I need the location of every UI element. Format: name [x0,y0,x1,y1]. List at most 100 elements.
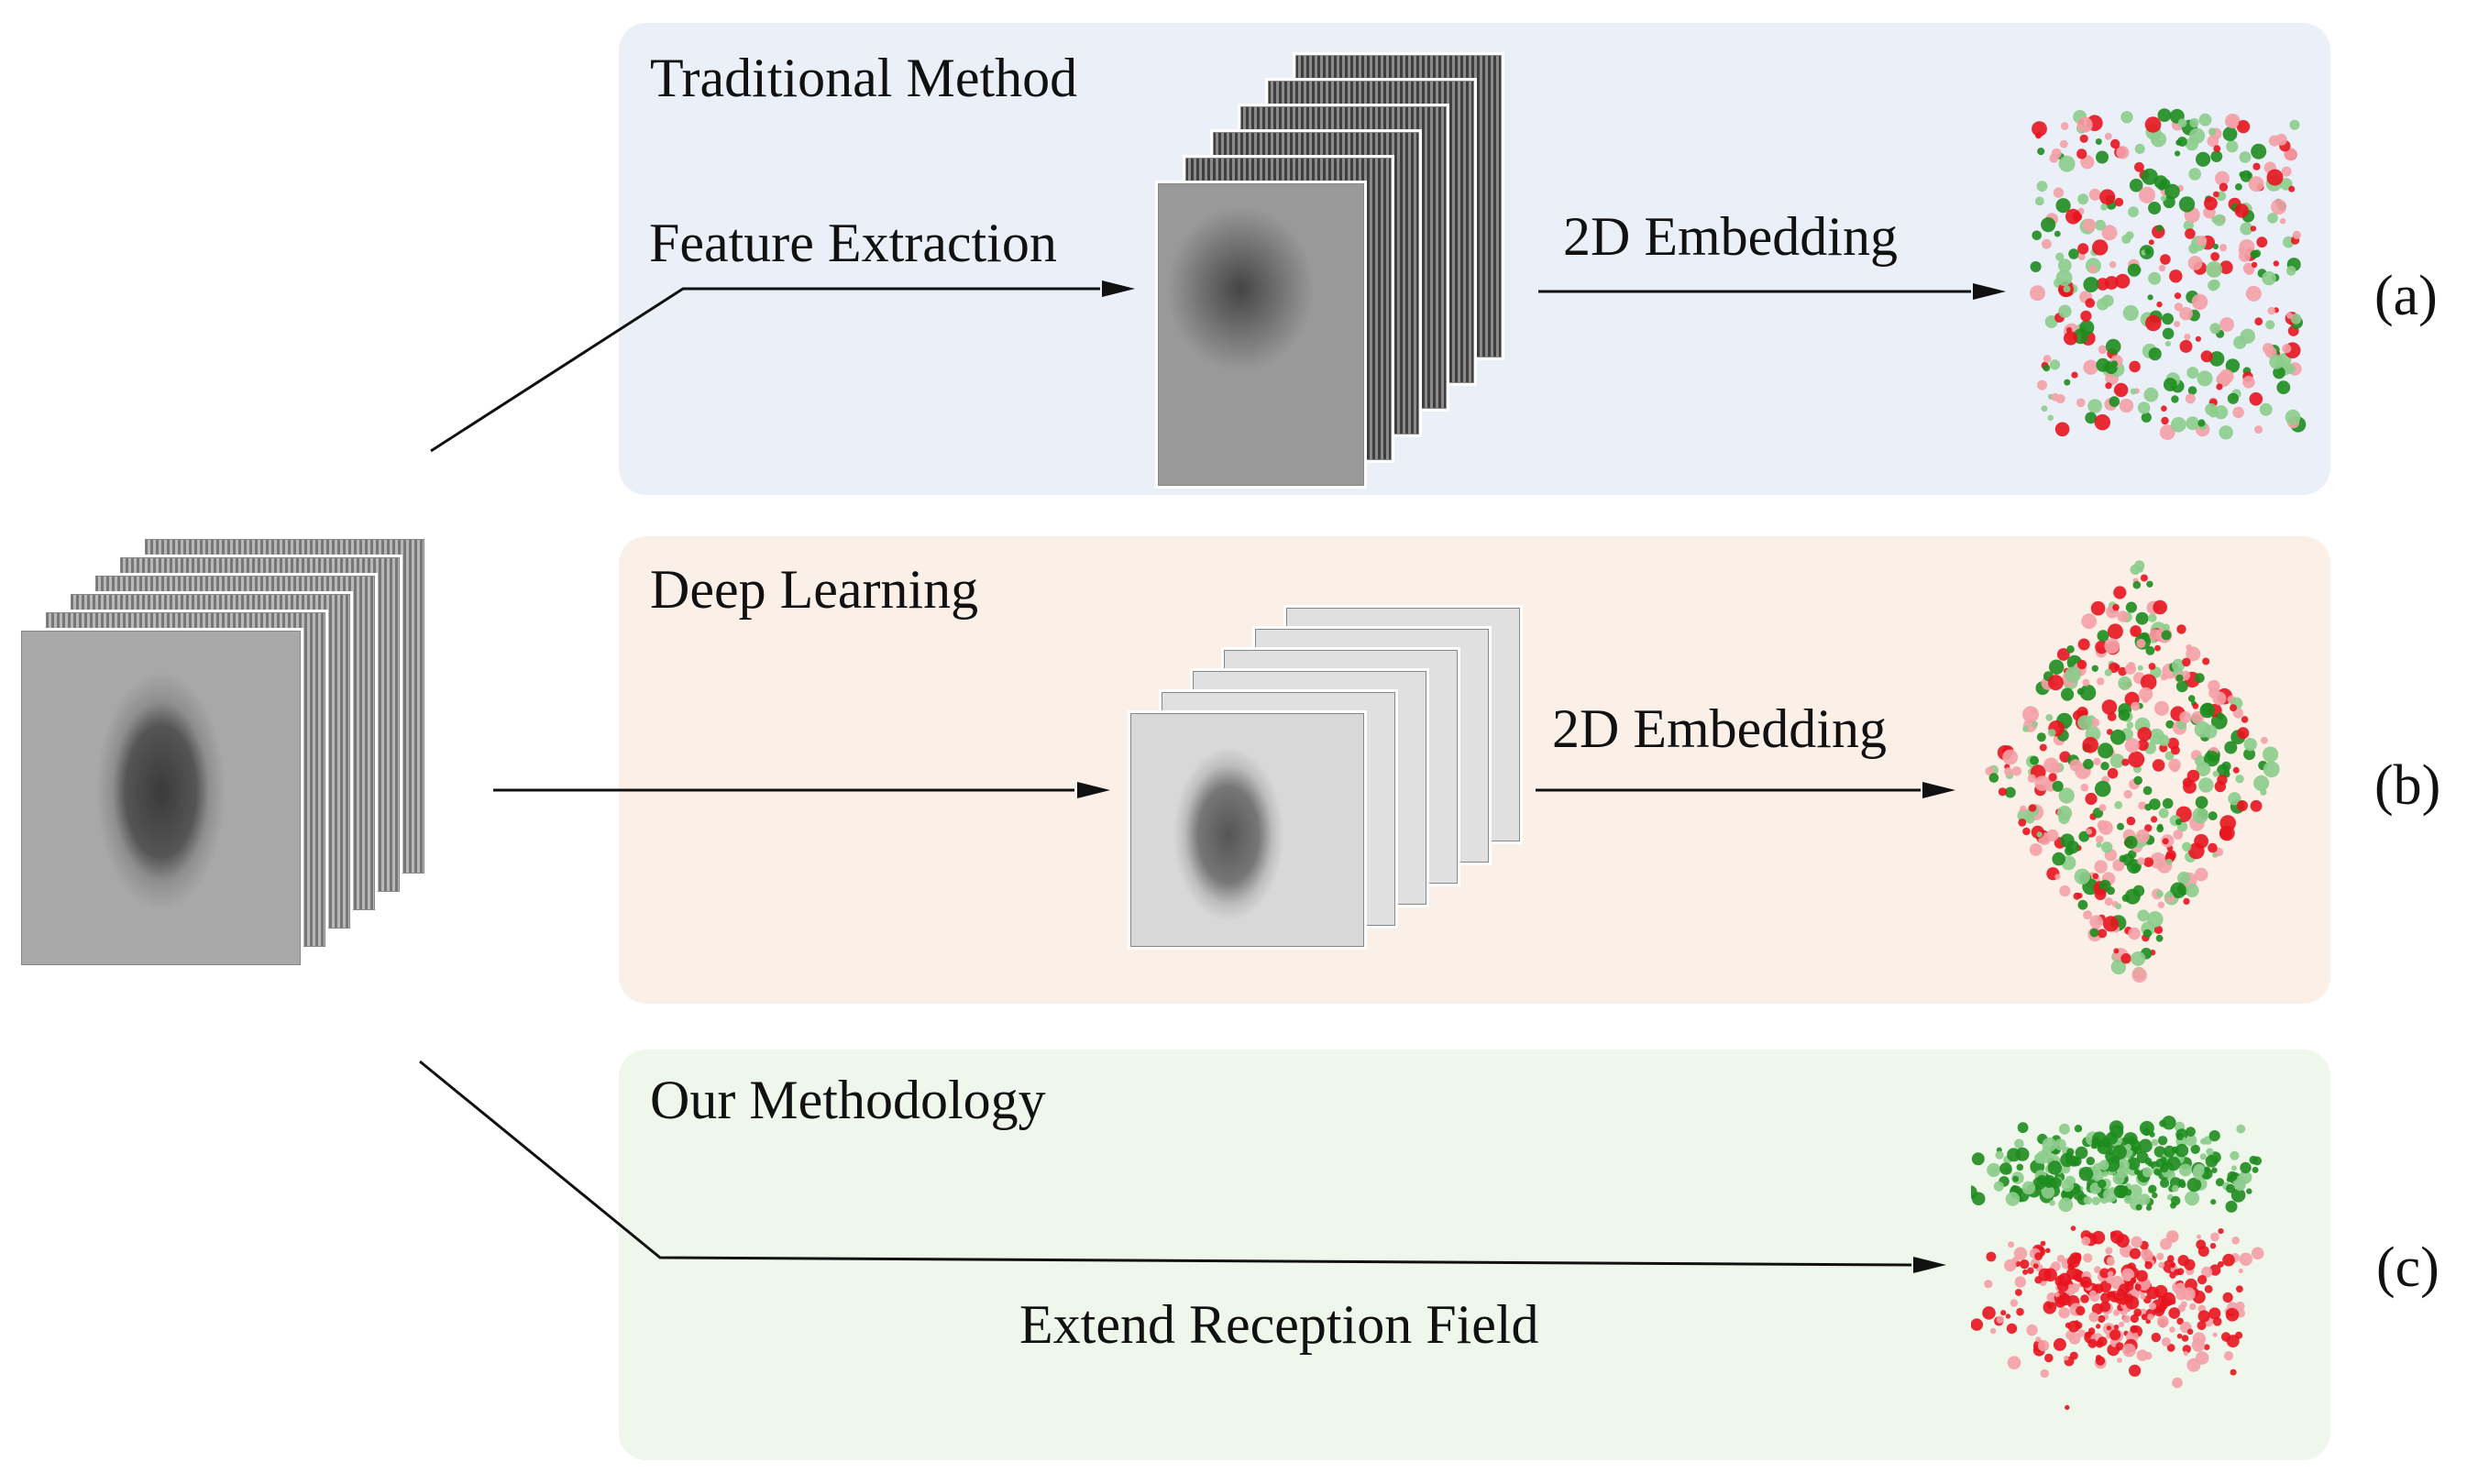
embedding-point [2195,796,2208,809]
embedding-point [2159,743,2168,753]
embedding-point [2262,270,2276,286]
embedding-point [2040,1240,2046,1247]
embedding-point [2091,1196,2100,1205]
embedding-point [2129,178,2143,192]
embedding-point [2117,822,2124,830]
embedding-point [2083,277,2099,292]
embedding-point [2219,425,2233,440]
embedding-point [2181,1335,2189,1342]
panel-title-traditional: Traditional Method [650,48,1078,108]
embedding-point [2172,658,2186,672]
embedding-point [2213,214,2226,226]
embedding-point [2292,230,2301,239]
embedding-point [2130,625,2142,637]
embedding-point [2206,1148,2214,1156]
panel-title-ours: Our Methodology [650,1070,1046,1130]
embedding-point [2157,108,2172,122]
embedding-point [2160,254,2171,265]
embedding-point [2217,1261,2224,1268]
embedding-point [2163,378,2177,391]
embedding-point [2186,769,2200,783]
embedding-point [2114,800,2123,809]
embedding-point [2135,1204,2142,1211]
embedding-point [2099,189,2116,205]
embedding-point [2210,252,2219,261]
embedding-point [2162,797,2174,809]
embedding-point [2056,648,2070,661]
embedding-point [2124,663,2136,675]
arrowhead-ours [1913,1257,1946,1273]
embedding-point [2286,312,2293,319]
embedding-point [2083,758,2094,770]
embedding-point [2027,1267,2034,1274]
embedding-point [2080,1294,2089,1303]
embedding-point [2208,1130,2220,1142]
scatter-embedding-icon [2030,108,2307,440]
embedding-point [2096,1324,2101,1329]
embedding-point [2064,1355,2069,1361]
embedding-point [2157,823,2164,830]
embedding-point [2101,841,2113,853]
embedding-point [2143,1351,2153,1360]
embedding-point [2153,1168,2162,1176]
embedding-point [2177,118,2187,127]
embedding-point [2216,383,2223,390]
embedding-point [2196,762,2211,776]
embedding-point [2117,1358,2122,1363]
embedding-point [2148,1184,2157,1193]
embedding-point [2101,699,2118,715]
embedding-point [2095,138,2102,145]
embedding-point [2109,753,2125,768]
embedding-point [2222,1292,2233,1303]
embedding-point [2239,1252,2252,1266]
embedding-point [2054,1138,2066,1150]
embedding-point [2208,1307,2221,1320]
embedding-point [2158,1261,2165,1269]
embedding-point [2144,1261,2153,1270]
embedding-point [2022,1269,2029,1275]
embedding-point [2145,645,2155,655]
embedding-point [2034,196,2044,206]
embedding-point [2083,359,2098,375]
embedding-point [2225,1200,2238,1213]
embedding-point [2113,948,2120,954]
embedding-point [2115,1342,2124,1351]
embedding-point [2050,1177,2062,1189]
embedding-point [2036,831,2043,838]
embedding-point [2122,304,2139,322]
embedding-point [2179,711,2192,723]
embedding-point [2076,893,2083,899]
embedding-point [2000,1310,2007,1316]
embedding-point [2105,1275,2115,1284]
embedding-point [2153,925,2164,934]
embedding-point [2165,720,2175,729]
embedding-point [2131,863,2141,873]
embedding-point [2119,1321,2125,1328]
embedding-point [2171,417,2186,433]
embedding-point [2136,1270,2148,1282]
embedding-point [2026,1324,2038,1336]
embedding-point [2175,819,2182,826]
embedding-point [2112,859,2125,872]
embedding-point [2197,1275,2208,1285]
embedding-point [2220,1332,2231,1342]
arrow-to-our-method [419,1060,1912,1267]
embedding-point [2022,706,2039,723]
embedding-point [2068,1332,2081,1345]
embedding-point [2161,630,2172,641]
embedding-point [2171,1184,2179,1193]
embedding-point [2192,807,2208,824]
embedding-point [2098,1314,2106,1324]
embedding-point [2127,263,2142,277]
embedding-point [2143,387,2159,402]
embedding-point [1999,1162,2012,1175]
embedding-point [2057,258,2072,272]
embedding-point [2145,314,2162,332]
embedding-point [2032,121,2047,137]
embedding-point [2124,738,2140,753]
embedding-point [2213,145,2221,152]
embedding-point [2208,351,2225,367]
embedding-point [2069,759,2082,772]
embedding-point [2037,1339,2050,1352]
arrowhead-feature [1102,280,1135,297]
